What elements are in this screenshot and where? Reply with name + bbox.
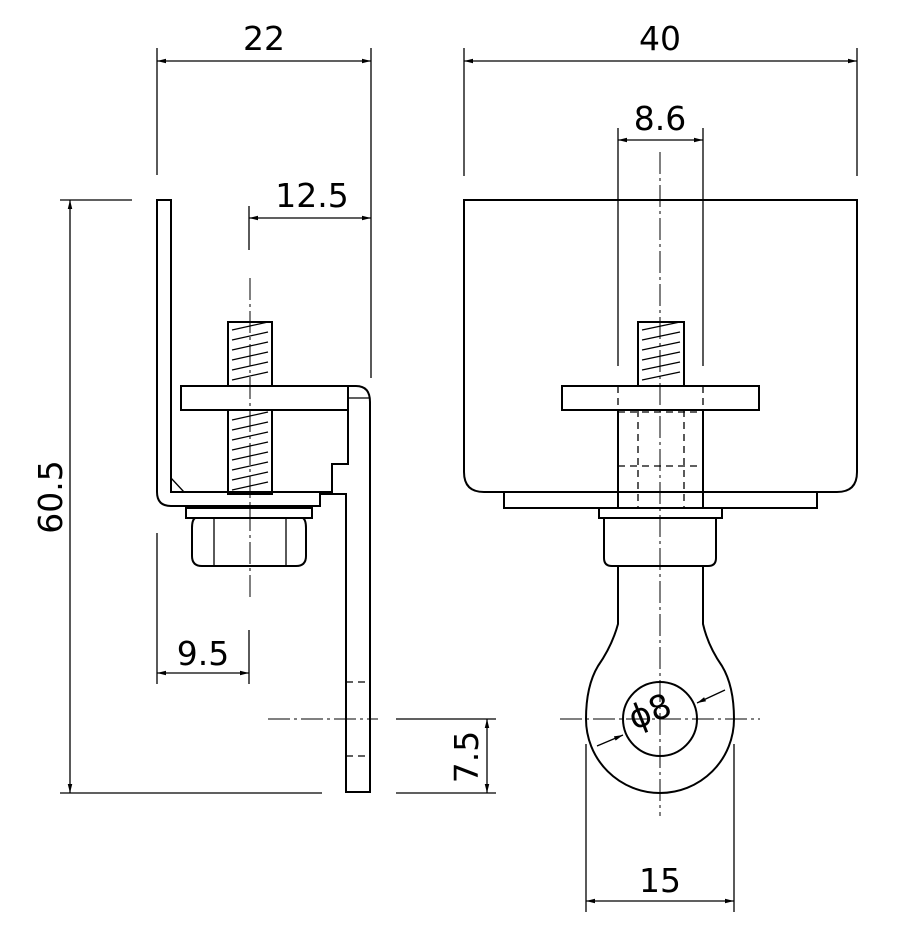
dim-40: 40 (639, 19, 681, 58)
dim-8-6: 8.6 (634, 99, 686, 138)
cup-body (463, 199, 858, 493)
dim-12-5: 12.5 (275, 176, 348, 215)
washer (185, 507, 313, 519)
front-view: 40 8.6 ϕ8 15 (463, 19, 858, 912)
front-hex-nut (603, 517, 717, 567)
dim-22: 22 (243, 19, 285, 58)
hex-nut (191, 517, 307, 567)
dim-15: 15 (639, 861, 681, 900)
dim-9-5: 9.5 (177, 634, 229, 673)
dim-phi-8: ϕ8 (623, 685, 677, 737)
front-threaded-bolt (637, 321, 685, 387)
bracket-profile (156, 199, 371, 793)
dim-60-5: 60.5 (31, 460, 70, 533)
side-view: 22 12.5 60.5 9.5 7.5 (31, 19, 496, 794)
clamp-plate (180, 385, 349, 411)
dim-7-5: 7.5 (447, 731, 486, 783)
